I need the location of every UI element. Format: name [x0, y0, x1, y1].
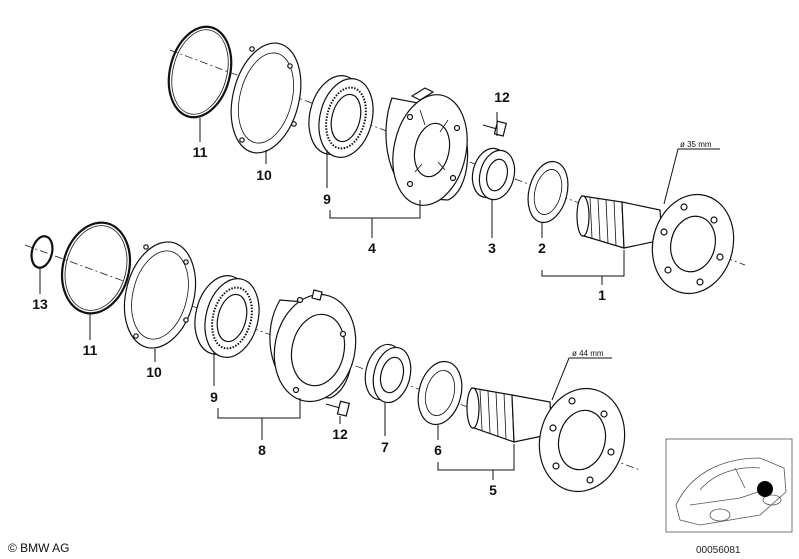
part-3-top-seal — [471, 147, 516, 201]
top-assembly — [167, 25, 746, 295]
part-12-top-bolt — [482, 120, 508, 137]
part-5-bottom-output-flange — [466, 387, 626, 493]
part-8-bottom-housing — [269, 289, 357, 403]
part-11-bottom-o-ring — [61, 221, 131, 315]
callout-6: 6 — [434, 442, 442, 458]
callout-11-top: 11 — [193, 144, 208, 160]
dimension-label-top: ø 35 mm — [680, 140, 712, 149]
callout-9-bottom: 9 — [210, 389, 218, 405]
callout-10-bottom: 10 — [146, 364, 162, 380]
part-2-top-shim — [527, 160, 569, 224]
callout-9-top: 9 — [323, 191, 331, 207]
part-10-bottom-gasket — [123, 241, 197, 349]
copyright-text: © BMW AG — [8, 541, 70, 555]
part-12-bottom-bolt — [325, 400, 351, 417]
bottom-assembly — [24, 221, 641, 493]
callout-13: 13 — [32, 296, 48, 312]
callout-7: 7 — [381, 439, 389, 455]
part-7-bottom-seal — [364, 343, 412, 404]
part-13-snap-ring — [30, 235, 54, 269]
callout-8: 8 — [258, 442, 266, 458]
car-location-thumbnail — [665, 438, 793, 533]
part-9-bottom-bearing — [194, 275, 260, 358]
callout-10-top: 10 — [256, 167, 272, 183]
callout-11-bottom: 11 — [83, 342, 98, 358]
part-10-top-gasket — [230, 42, 302, 154]
part-1-top-output-flange — [576, 193, 735, 295]
part-6-bottom-shim — [417, 360, 463, 426]
drawing-number: 00056081 — [696, 545, 741, 556]
location-marker — [757, 481, 773, 497]
callout-5: 5 — [489, 482, 497, 498]
callout-2: 2 — [538, 240, 546, 256]
callout-4: 4 — [368, 240, 376, 256]
callout-3: 3 — [488, 240, 496, 256]
callout-12-bottom: 12 — [332, 426, 348, 442]
callout-1: 1 — [598, 287, 606, 303]
dimension-label-bottom: ø 44 mm — [572, 349, 604, 358]
part-9-top-bearing — [308, 75, 374, 158]
part-11-top-o-ring — [167, 25, 233, 119]
callout-12-top: 12 — [494, 89, 510, 105]
part-4-top-housing — [385, 87, 469, 206]
